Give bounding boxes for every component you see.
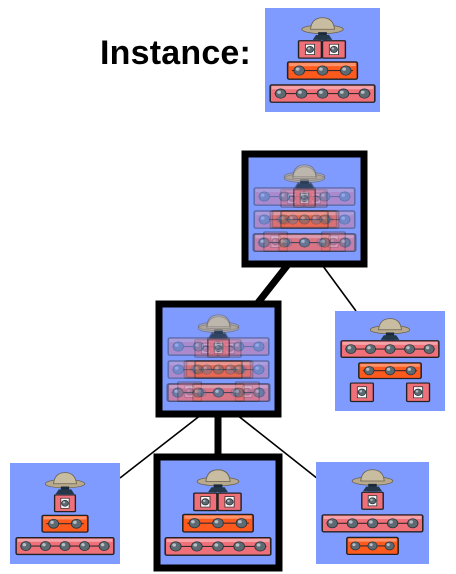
highlight-frame (241, 150, 368, 268)
stacked-robot-icon (164, 469, 272, 556)
highlight-frame (153, 453, 283, 572)
tree-edge-root-mid-right (319, 261, 357, 312)
blended-robot-icon (166, 314, 271, 402)
tree-node-root (241, 150, 368, 268)
tree-edge-mid-leaf-left (119, 410, 207, 479)
instance-image (265, 8, 380, 112)
blended-robot-icon (252, 164, 357, 252)
tree-edge-mid-leaf-right (231, 410, 319, 480)
inverted-pyramid-robot-icon (321, 469, 424, 556)
tree-node-leaf-center (153, 453, 283, 572)
tree-node-leaf-left (10, 463, 120, 564)
instance-label: Instance: (100, 34, 252, 72)
tree-node-mid-right (335, 311, 445, 411)
pyramid-robot-icon (15, 472, 115, 556)
tree-node-mid (155, 300, 282, 418)
highlight-frame (155, 300, 282, 418)
tree-node-leaf-right (316, 462, 429, 564)
h-frame-robot-icon (340, 318, 440, 403)
stacked-robot-icon (269, 17, 376, 103)
